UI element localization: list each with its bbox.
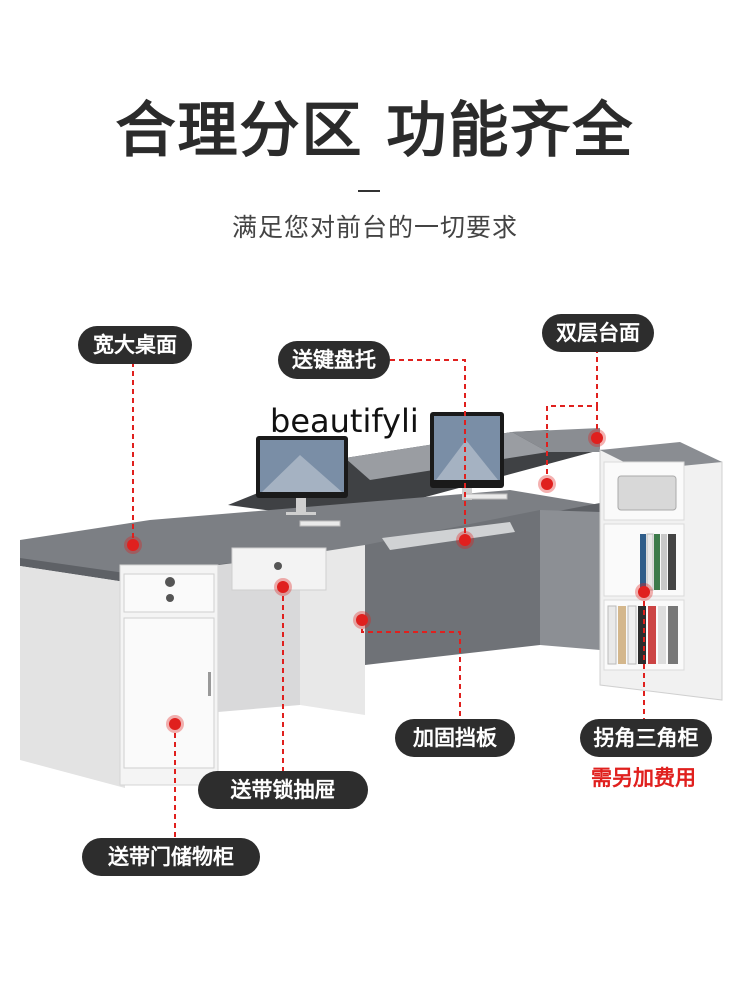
leader-double-counter: [546, 348, 598, 484]
watermark-text: beautifyli: [270, 402, 419, 440]
callout-reinforcement-panel: 加固挡板: [395, 719, 515, 757]
hotspot-lock-drawer: [277, 581, 289, 593]
monitor-left: [256, 436, 348, 515]
hotspot-reinforcement: [356, 614, 368, 626]
left-cabinet-drawer: [123, 573, 215, 613]
leader-reinforcement: [361, 620, 461, 722]
leader-lines: [132, 348, 645, 842]
books-middle: [640, 533, 676, 591]
subline: 满足您对前台的一切要求: [231, 213, 518, 242]
callout-storage-cabinet: 送带门储物柜: [82, 838, 260, 876]
back-panel-right: [540, 510, 600, 650]
callout-double-counter: 双层台面: [542, 314, 654, 352]
hotspot-keyboard-tray: [459, 534, 471, 546]
keyboard-right: [464, 493, 508, 500]
door-handle: [208, 672, 211, 696]
leader-keyboard-tray: [390, 359, 466, 540]
hotspot-counter-lower: [541, 478, 553, 490]
printer: [617, 475, 677, 511]
hotspot-corner-cabinet: [638, 586, 650, 598]
keyboard-tray: [382, 522, 515, 550]
callout-lock-drawer: 送带锁抽屉: [198, 771, 368, 809]
callout-corner-cabinet: 拐角三角柜: [580, 719, 712, 757]
callout-desktop: 宽大桌面: [78, 326, 192, 364]
desk-top: [20, 490, 600, 575]
books-bottom: [607, 605, 678, 665]
raised-counter-top: [512, 428, 600, 452]
left-cabinet-side: [20, 566, 125, 788]
keyboard-left: [299, 520, 341, 527]
drawer-lock-icon: [165, 577, 175, 587]
middle-gable: [218, 555, 300, 712]
title-divider: [358, 190, 380, 192]
headline: 合理分区 功能齐全: [115, 96, 635, 166]
hotspots: [124, 429, 653, 733]
hotspot-desktop: [127, 539, 139, 551]
left-cabinet-door: [123, 617, 215, 769]
callout-keyboard-tray: 送键盘托: [278, 341, 390, 379]
monitor-right: [430, 412, 504, 500]
hanging-drawer-lock-icon: [274, 562, 282, 570]
reinforcement-panel: [365, 510, 540, 665]
drawer-lock-icon-2: [166, 594, 174, 602]
corner-cabinet-extra-fee-note: 需另加费用: [591, 766, 696, 790]
hotspot-storage-cabinet: [169, 718, 181, 730]
hotspot-counter-upper: [591, 432, 603, 444]
